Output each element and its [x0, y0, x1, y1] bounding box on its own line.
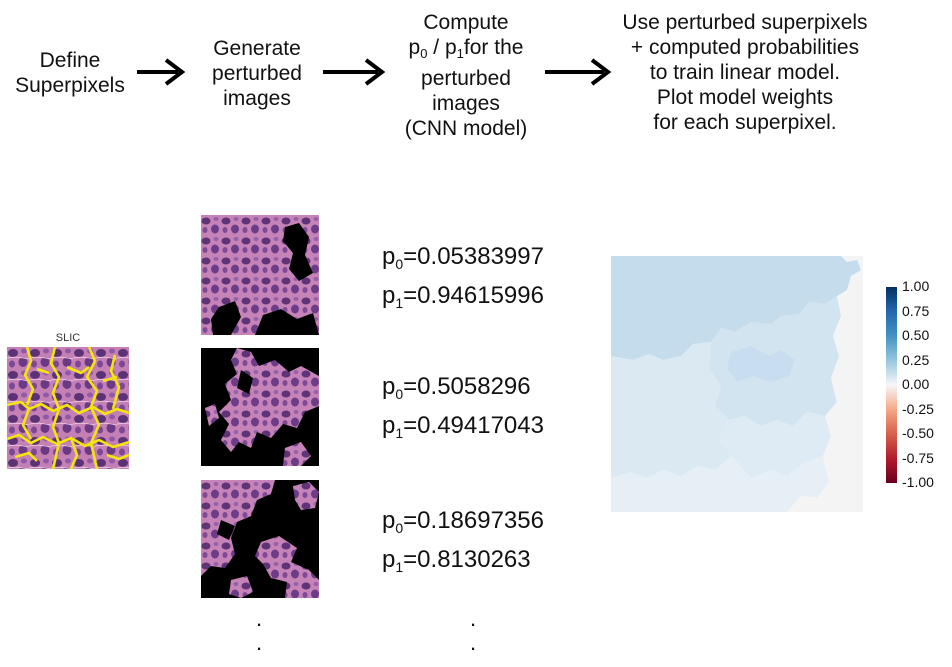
p-symbol: p [382, 507, 396, 534]
arrow-icon [545, 58, 612, 86]
colorbar-tick-label: 0.00 [902, 376, 930, 392]
colorbar-tick-label: -1.00 [902, 474, 934, 490]
p1-value: =0.49417043 [403, 412, 544, 439]
subscript: 1 [456, 46, 464, 61]
p0-value: =0.5058296 [403, 373, 531, 400]
subscript: 1 [395, 295, 404, 311]
step-text-line: to train linear model. [649, 61, 841, 84]
p1-line: p1=0.8130263 [382, 544, 544, 583]
step-text-line: Superpixels [15, 74, 125, 97]
p0-value: =0.05383997 [403, 243, 544, 270]
subscript: 0 [420, 46, 428, 61]
flow-arrows [137, 58, 612, 86]
continuation-dot: . [256, 606, 263, 631]
slic-superpixel-image [7, 347, 129, 469]
colorbar-tick-label: -0.50 [902, 425, 934, 441]
continuation-dot: . [256, 630, 263, 655]
step-text-line: images [432, 92, 500, 115]
continuation-dot: . [470, 606, 477, 631]
step-text-line: (CNN model) [404, 117, 528, 140]
p-symbol: p [382, 243, 396, 270]
p1-value: =0.8130263 [403, 546, 531, 573]
colorbar-tick-label: 0.50 [902, 327, 930, 343]
subscript: 0 [395, 256, 404, 272]
colorbar-tick-label: -0.25 [902, 401, 934, 417]
step-text-line: Plot model weights [656, 86, 834, 109]
perturbed-image-3 [201, 480, 319, 598]
p0-line: p0=0.5058296 [382, 371, 544, 410]
superpixel-weight-map [611, 256, 863, 512]
slic-title: SLIC [55, 332, 81, 344]
step-text-line-formula: p0 / p1for the [376, 35, 556, 66]
step-define-superpixels: Define Superpixels [0, 48, 140, 98]
perturbed-image-1 [201, 215, 319, 335]
subscript: 1 [395, 559, 404, 575]
step-generate-perturbed: Generate perturbed images [192, 36, 322, 111]
probability-block-2: p0=0.5058296 p1=0.49417043 [382, 371, 544, 449]
colorbar-tick-label: 0.75 [902, 303, 930, 319]
p1-line: p1=0.94615996 [382, 280, 544, 319]
probability-block-3: p0=0.18697356 p1=0.8130263 [382, 505, 544, 583]
p-symbol: p [382, 546, 396, 573]
continuation-dot: . [470, 630, 477, 655]
step-text-line: for each superpixel. [653, 111, 837, 134]
step-train-linear-model: Use perturbed superpixels + computed pro… [600, 10, 890, 135]
colorbar-tick-label: 1.00 [902, 278, 930, 294]
step-text-line: perturbed [421, 67, 511, 90]
p1-value: =0.94615996 [403, 282, 544, 309]
colorbar-tick-label: -0.75 [902, 450, 934, 466]
arrow-icon [137, 58, 186, 86]
p-symbol: p [382, 282, 396, 309]
step-text-line: Define [39, 49, 101, 72]
subscript: 0 [395, 520, 404, 536]
separator: / p [427, 36, 457, 59]
p0-line: p0=0.18697356 [382, 505, 544, 544]
perturbed-image-2 [201, 348, 319, 466]
p1-line: p1=0.49417043 [382, 410, 544, 449]
step-text-line: images [223, 87, 291, 110]
step-text-line: Use perturbed superpixels [622, 11, 868, 34]
subscript: 1 [395, 425, 404, 441]
probability-block-1: p0=0.05383997 p1=0.94615996 [382, 241, 544, 319]
colorbar-tick-label: 0.25 [902, 352, 930, 368]
p-symbol: p [408, 36, 421, 59]
p-symbol: p [382, 373, 396, 400]
p-symbol: p [382, 412, 396, 439]
arrow-icon [323, 58, 386, 86]
p0-line: p0=0.05383997 [382, 241, 544, 280]
colorbar [886, 287, 897, 483]
p0-value: =0.18697356 [403, 507, 544, 534]
step-text-rest: for the [463, 36, 524, 59]
step-text-line: Generate [213, 37, 301, 60]
step-compute-probabilities: Compute p0 / p1for the perturbed images … [376, 10, 556, 141]
step-text-line: Compute [423, 11, 509, 34]
step-text-line: + computed probabilities [630, 36, 860, 59]
step-text-line: perturbed [212, 62, 302, 85]
subscript: 0 [395, 386, 404, 402]
